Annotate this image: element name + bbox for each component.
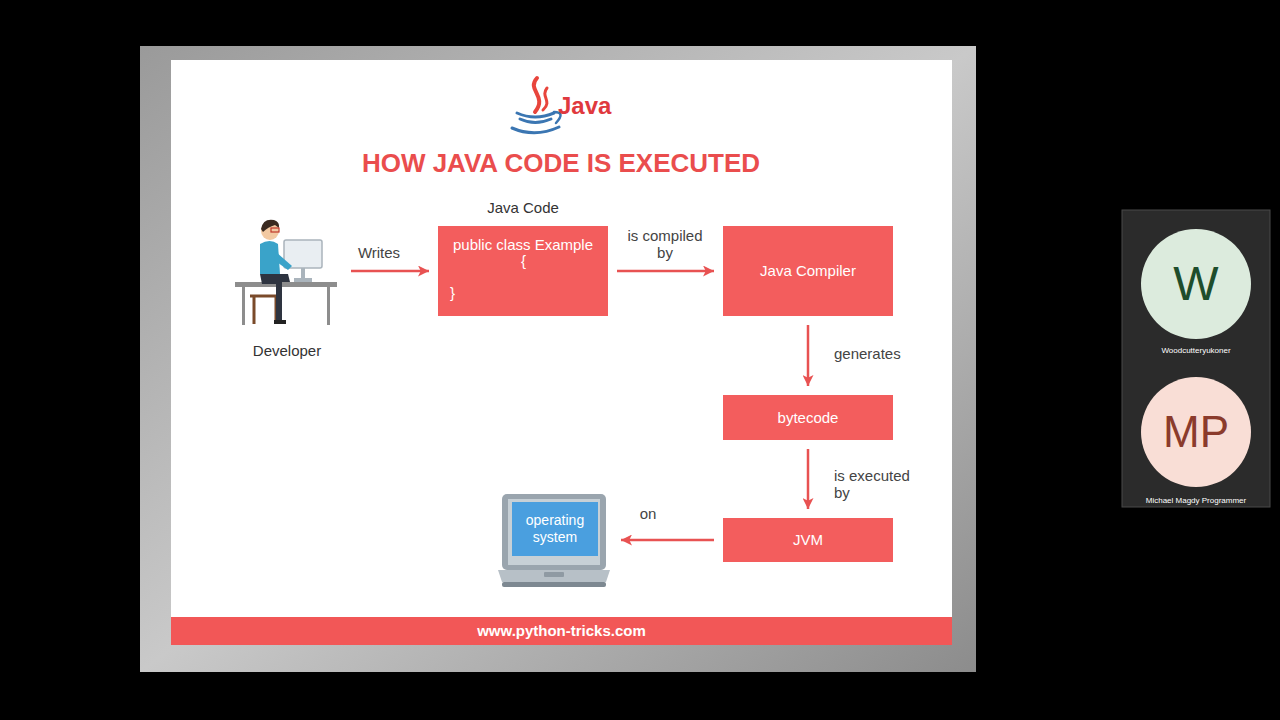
glasses bbox=[271, 228, 279, 232]
code-line: } bbox=[450, 284, 455, 301]
edge-label: Writes bbox=[356, 244, 402, 261]
edge-label: is executed by bbox=[832, 467, 922, 501]
logo-steam bbox=[534, 78, 539, 112]
logo-word: Java bbox=[558, 92, 611, 120]
laptop-screen-frame bbox=[508, 499, 600, 565]
shoe bbox=[274, 320, 286, 324]
desk-leg bbox=[242, 287, 245, 325]
developer-figure: Developer bbox=[232, 212, 342, 362]
slide-background bbox=[171, 60, 952, 645]
footer-url: www.python-tricks.com bbox=[477, 622, 646, 639]
logo-steam bbox=[543, 88, 547, 110]
laptop-base bbox=[502, 582, 606, 587]
flow-arrow bbox=[351, 270, 429, 273]
code-line: { bbox=[521, 252, 526, 269]
box-label: Java Compiler bbox=[760, 262, 856, 279]
process-box: Java Compiler bbox=[723, 226, 893, 316]
code-box: Java Codepublic class Example{} bbox=[438, 226, 608, 316]
flow-arrow bbox=[807, 449, 810, 509]
box-label: JVM bbox=[793, 531, 823, 548]
edge-label: generates bbox=[832, 345, 903, 362]
flow-arrow bbox=[621, 539, 714, 542]
participant-name: Woodcutteryukoner bbox=[1161, 346, 1230, 355]
participant-name: Michael Magdy Programmer bbox=[1146, 496, 1246, 505]
logo-cup bbox=[517, 113, 554, 117]
slide-title: HOW JAVA CODE IS EXECUTED bbox=[362, 149, 760, 179]
screen-label: operating system bbox=[512, 502, 598, 556]
logo-saucer bbox=[512, 127, 559, 133]
process-box: bytecode bbox=[723, 395, 893, 440]
monitor-base bbox=[294, 278, 312, 282]
desk-top bbox=[235, 282, 337, 287]
monitor bbox=[284, 240, 322, 268]
developer-illustration bbox=[232, 212, 342, 342]
laptop-bezel bbox=[502, 494, 606, 570]
box-label: bytecode bbox=[778, 409, 839, 426]
avatar-circle: WWoodcutteryukoner bbox=[1141, 229, 1251, 339]
laptop-keyboard bbox=[498, 570, 610, 582]
footer-band: www.python-tricks.com bbox=[171, 617, 952, 645]
process-box: JVM bbox=[723, 518, 893, 562]
edge-label: on bbox=[638, 505, 659, 522]
edge-label: is compiled by bbox=[620, 227, 710, 261]
touchpad bbox=[544, 572, 564, 577]
flow-arrow bbox=[617, 270, 714, 273]
desk-leg bbox=[327, 287, 330, 325]
avatar-initials: MP bbox=[1163, 407, 1229, 458]
slide-frame bbox=[140, 46, 976, 672]
laptop-node: operating system bbox=[496, 492, 612, 588]
box-heading: Java Code bbox=[487, 199, 559, 216]
laptop-screen bbox=[512, 502, 598, 556]
avatar-initials: W bbox=[1173, 256, 1218, 311]
code-line: public class Example bbox=[453, 236, 593, 253]
java-logo-cup bbox=[512, 78, 561, 133]
legs bbox=[260, 274, 290, 322]
arm bbox=[274, 252, 292, 270]
node-label: Developer bbox=[253, 342, 321, 359]
hair bbox=[261, 220, 279, 232]
avatar-circle: MPMichael Magdy Programmer bbox=[1141, 377, 1251, 487]
participants-panel bbox=[1122, 210, 1270, 507]
flow-arrow bbox=[807, 325, 810, 386]
chair bbox=[250, 296, 280, 324]
logo-cup bbox=[520, 119, 551, 123]
